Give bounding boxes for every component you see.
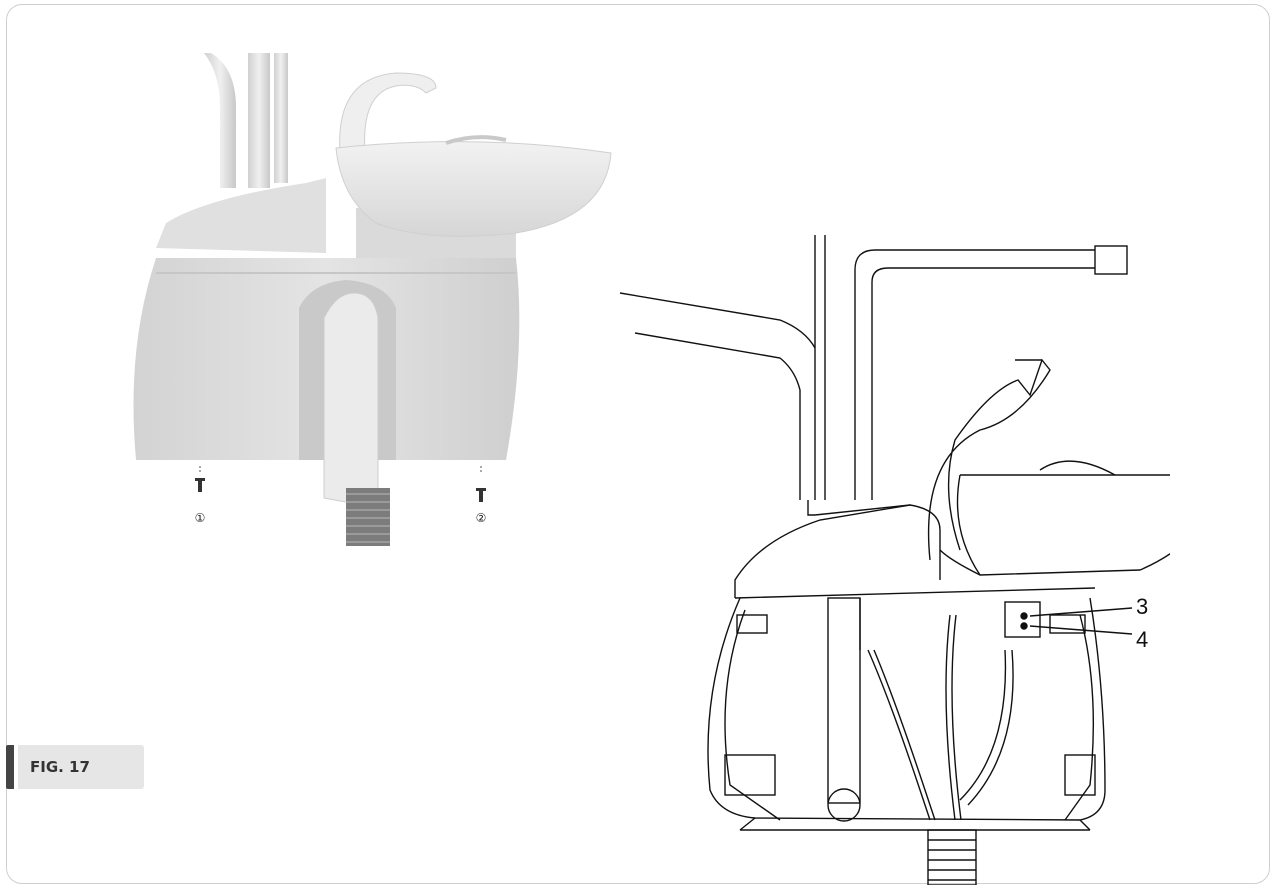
screw-2-label: ②	[475, 511, 487, 525]
figure-tag-bar	[6, 745, 14, 789]
upper-housing	[156, 178, 326, 253]
spout	[339, 72, 437, 164]
post-right	[248, 53, 270, 188]
cuspidor-line-drawing-illustration	[619, 235, 1170, 885]
corrugated-hose	[346, 488, 390, 546]
callout-3: 3	[1136, 594, 1149, 619]
screw-1-icon	[195, 466, 205, 492]
bowl	[335, 141, 612, 237]
post-thin	[274, 53, 288, 183]
cuspidor-photo-illustration	[133, 53, 612, 546]
figure-label: FIG. 17	[18, 745, 144, 789]
cuspidor-line-drawing: 3 4	[610, 230, 1170, 885]
screw-1-label: ①	[194, 511, 206, 525]
bottom-corrugated-hose	[927, 829, 977, 885]
drain-cup	[323, 292, 379, 504]
figure-tag: FIG. 17	[6, 745, 144, 789]
post-left	[204, 53, 236, 188]
cuspidor-photo: ① ②	[96, 48, 636, 548]
screw-2-icon	[476, 466, 486, 502]
callout-4: 4	[1136, 627, 1149, 652]
